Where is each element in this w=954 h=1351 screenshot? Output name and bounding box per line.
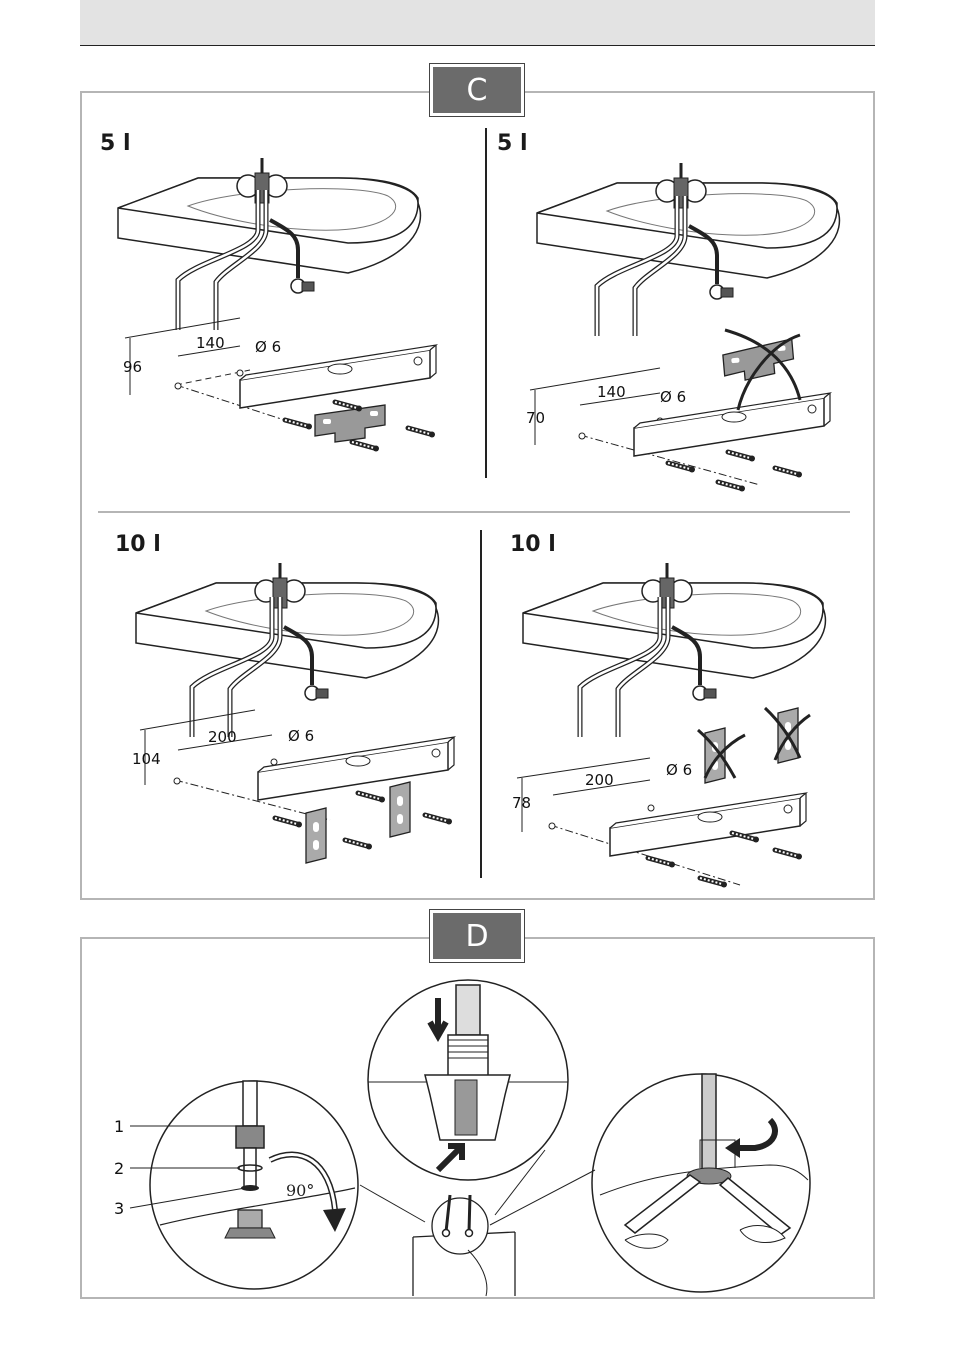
section-c-badge-label: C: [433, 67, 521, 113]
panel-3-spacing: 200: [208, 728, 237, 746]
panel-4-volume: 10 l: [510, 532, 556, 557]
rotation-angle: 90°: [286, 1181, 314, 1200]
panel-1-drill: Ø 6: [255, 338, 281, 356]
panel-4-drill: Ø 6: [666, 761, 692, 779]
panel-3-drill: Ø 6: [288, 727, 314, 745]
section-c-badge: C: [429, 63, 525, 117]
callout-1: 1: [114, 1117, 124, 1136]
callout-2: 2: [114, 1159, 124, 1178]
section-d-badge: D: [429, 909, 525, 963]
panel-4-illustration: 200 Ø 6 78: [512, 561, 827, 888]
section-d-badge-label: D: [433, 913, 521, 959]
page-header-bar: [80, 0, 875, 46]
panel-2-illustration: 140 Ø 6 70: [526, 161, 841, 492]
panel-1-illustration: 140 Ø 6 96: [116, 156, 436, 452]
panel-2-volume: 5 l: [497, 131, 528, 156]
detail-center-circle: [367, 979, 569, 1181]
panel-2-drill: Ø 6: [660, 388, 686, 406]
callout-3: 3: [114, 1199, 124, 1218]
panel-3-volume: 10 l: [115, 532, 161, 557]
panel-3-illustration: 200 Ø 6 104: [132, 561, 455, 864]
panel-3-height: 104: [132, 750, 161, 768]
panel-1-height: 96: [123, 358, 142, 376]
detail-right-circle: [591, 1073, 811, 1293]
panel-1-volume: 5 l: [100, 131, 131, 156]
panel-4-spacing: 200: [585, 771, 614, 789]
panel-1-spacing: 140: [196, 334, 225, 352]
panel-4-height: 78: [512, 794, 531, 812]
panel-2-height: 70: [526, 409, 545, 427]
boiler-connection-sketch: [359, 1149, 596, 1297]
panel-2-spacing: 140: [597, 383, 626, 401]
detail-left-circle: 90° 1 2 3: [114, 1080, 359, 1290]
